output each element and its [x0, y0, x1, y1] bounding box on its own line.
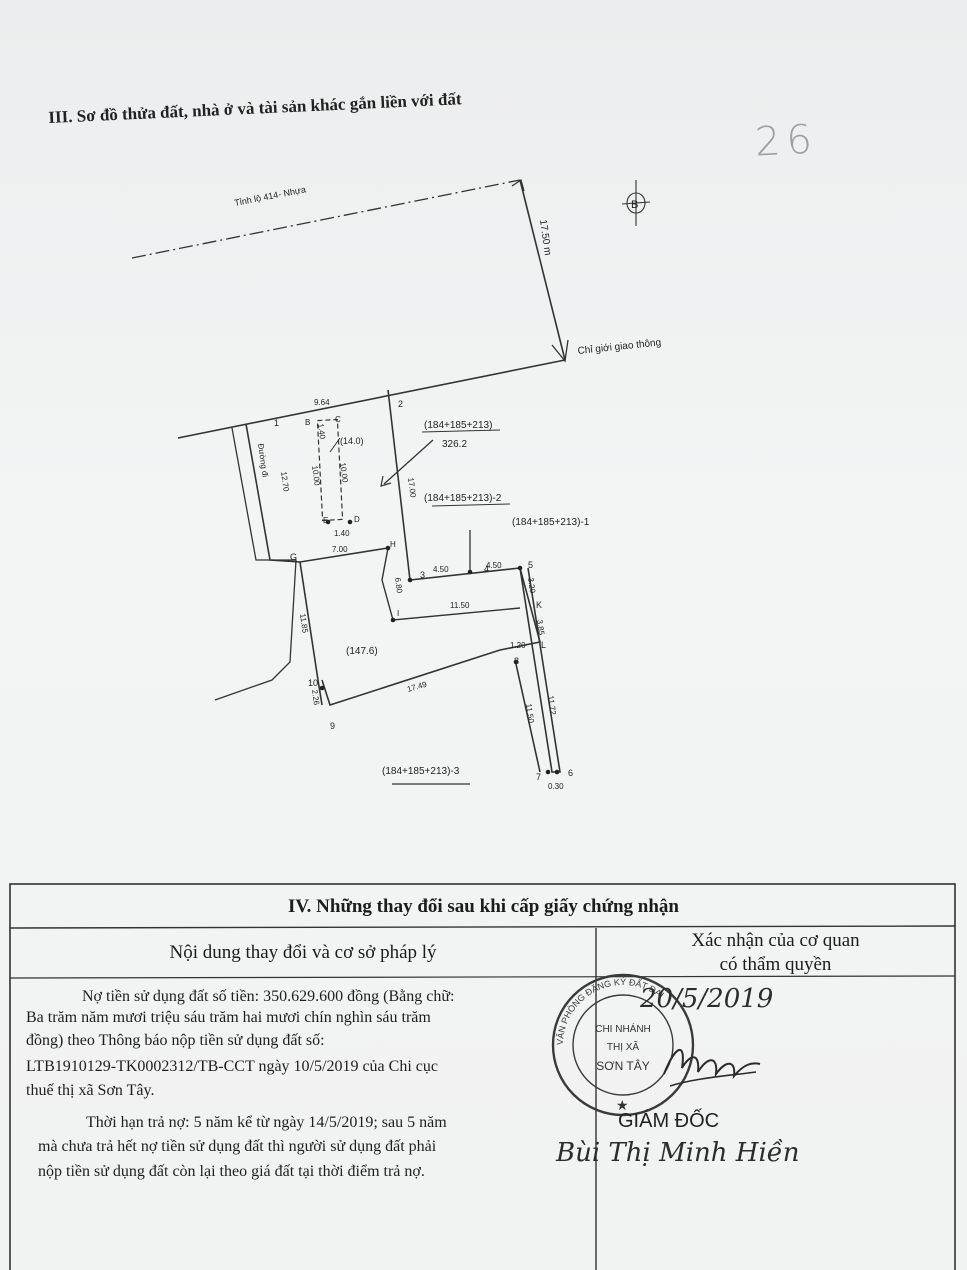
land-plot-diagram: Tỉnh lộ 414- Nhựa 17.50 m Chỉ giới giao …	[131, 178, 662, 791]
dim-11-50: 11.50	[450, 601, 470, 610]
column-right-header-line1: Xác nhận của cơ quan	[691, 930, 860, 951]
point-5: 5	[528, 560, 533, 570]
dim-1-40-a: 1.40	[316, 423, 327, 440]
pointer-arrow	[383, 439, 434, 485]
stamp-star-icon: ★	[616, 1099, 629, 1114]
change-line-7: mà chưa trả hết nợ tiền sử dụng đất thì …	[38, 1138, 437, 1155]
lower-area: (147.6)	[346, 646, 378, 657]
dim-3-85: 3.85	[535, 619, 546, 636]
point-I: I	[397, 609, 399, 618]
change-line-2: Ba trăm năm mươi triệu sáu trăm hai mươi…	[26, 1009, 431, 1026]
dim-3-20: 3.20	[526, 577, 537, 594]
point-1: 1	[274, 418, 279, 428]
dim-10-00-b: 10.00	[338, 462, 350, 484]
house-area: (14.0)	[340, 436, 364, 446]
change-line-4: LTB1910129-TK0002312/TB-CCT ngày 10/5/20…	[26, 1058, 438, 1075]
parcel-main-id: (184+185+213)	[424, 420, 492, 431]
point-9: 9	[330, 721, 335, 731]
parcel-main-area: 326.2	[442, 439, 467, 450]
arrow-head	[551, 339, 569, 363]
point-8: 8	[514, 656, 519, 666]
dim-1-40-b: 1.40	[334, 529, 350, 538]
stamp-line-3: SƠN TÂY	[596, 1058, 649, 1073]
lane-boundary	[214, 427, 297, 701]
dim-2-26: 2.26	[310, 689, 321, 706]
point-2: 2	[398, 399, 403, 409]
west-boundary	[245, 423, 389, 563]
dim-17-00: 17.00	[406, 477, 418, 499]
road-line	[131, 179, 521, 259]
dim-12-70: 12.70	[279, 471, 291, 493]
change-line-1: Nợ tiền sử dụng đất số tiền: 350.629.600…	[82, 988, 455, 1005]
stamp-line-1: CHI NHÁNH	[595, 1022, 651, 1035]
official-stamp: VĂN PHÒNG ĐĂNG KÝ ĐẤT ĐAI CHI NHÁNH THỊ …	[551, 973, 695, 1117]
point-4: 4	[484, 564, 489, 574]
dim-11-72: 11.72	[546, 695, 558, 716]
point-10: 10	[308, 678, 318, 688]
compass-letter: B	[631, 199, 638, 211]
parcel-3-id: (184+185+213)-3	[382, 766, 460, 777]
signer-title: GIÁM ĐỐC	[618, 1110, 720, 1132]
signature-icon	[663, 1048, 761, 1087]
point-D: D	[354, 515, 360, 524]
point-H: H	[390, 540, 396, 549]
dim-1-20: 1.20	[510, 641, 526, 650]
point-K: K	[536, 600, 542, 610]
dim-11-50-b: 11.50	[524, 703, 536, 724]
dim-11-85: 11.85	[298, 613, 310, 634]
dim-4-50-b: 4.50	[486, 561, 502, 570]
point-L: L	[541, 640, 546, 650]
handwritten-date: 20/5/2019	[640, 984, 774, 1014]
dim-4-50-a: 4.50	[433, 565, 449, 574]
point-3: 3	[420, 570, 425, 580]
change-line-6: Thời hạn trả nợ: 5 năm kể từ ngày 14/5/2…	[86, 1114, 447, 1131]
north-compass-icon: B	[621, 180, 651, 226]
dim-6-80: 6.80	[393, 577, 404, 594]
house-footprint	[316, 418, 344, 522]
dim-0-30: 0.30	[548, 782, 564, 791]
dim-7-00: 7.00	[332, 545, 348, 554]
dim-9-64: 9.64	[314, 398, 330, 407]
section-4-title: IV. Những thay đổi sau khi cấp giấy chứn…	[288, 896, 679, 917]
point-C: C	[335, 415, 341, 424]
change-line-5: thuế thị xã Sơn Tây.	[26, 1082, 155, 1099]
change-line-8: nộp tiền sử dụng đất còn lại theo giá đấ…	[38, 1163, 425, 1180]
parcel-2-id: (184+185+213)-2	[424, 493, 502, 504]
right-edge-line	[519, 179, 566, 361]
signer-name: Bùi Thị Minh Hiền	[556, 1138, 800, 1168]
label-underline-2	[431, 503, 511, 507]
point-7: 7	[536, 772, 541, 782]
point-E: E	[323, 516, 328, 525]
traffic-limit-line	[177, 359, 566, 439]
column-left-header: Nội dung thay đổi và cơ sở pháp lý	[169, 942, 437, 963]
stamp-line-2: THỊ XÃ	[607, 1040, 640, 1053]
dim-10-00-a: 10.00	[310, 465, 322, 487]
arrow-head-top	[511, 178, 525, 192]
parcel-1-id: (184+185+213)-1	[512, 517, 590, 528]
column-right-header-line2: có thẩm quyền	[719, 954, 832, 975]
change-line-3: đồng) theo Thông báo nộp tiền sử dụng đấ…	[26, 1032, 325, 1049]
point-B: B	[305, 418, 310, 427]
right-edge-length: 17.50 m	[537, 219, 553, 256]
point-G: G	[290, 552, 297, 562]
point-6: 6	[568, 768, 573, 778]
